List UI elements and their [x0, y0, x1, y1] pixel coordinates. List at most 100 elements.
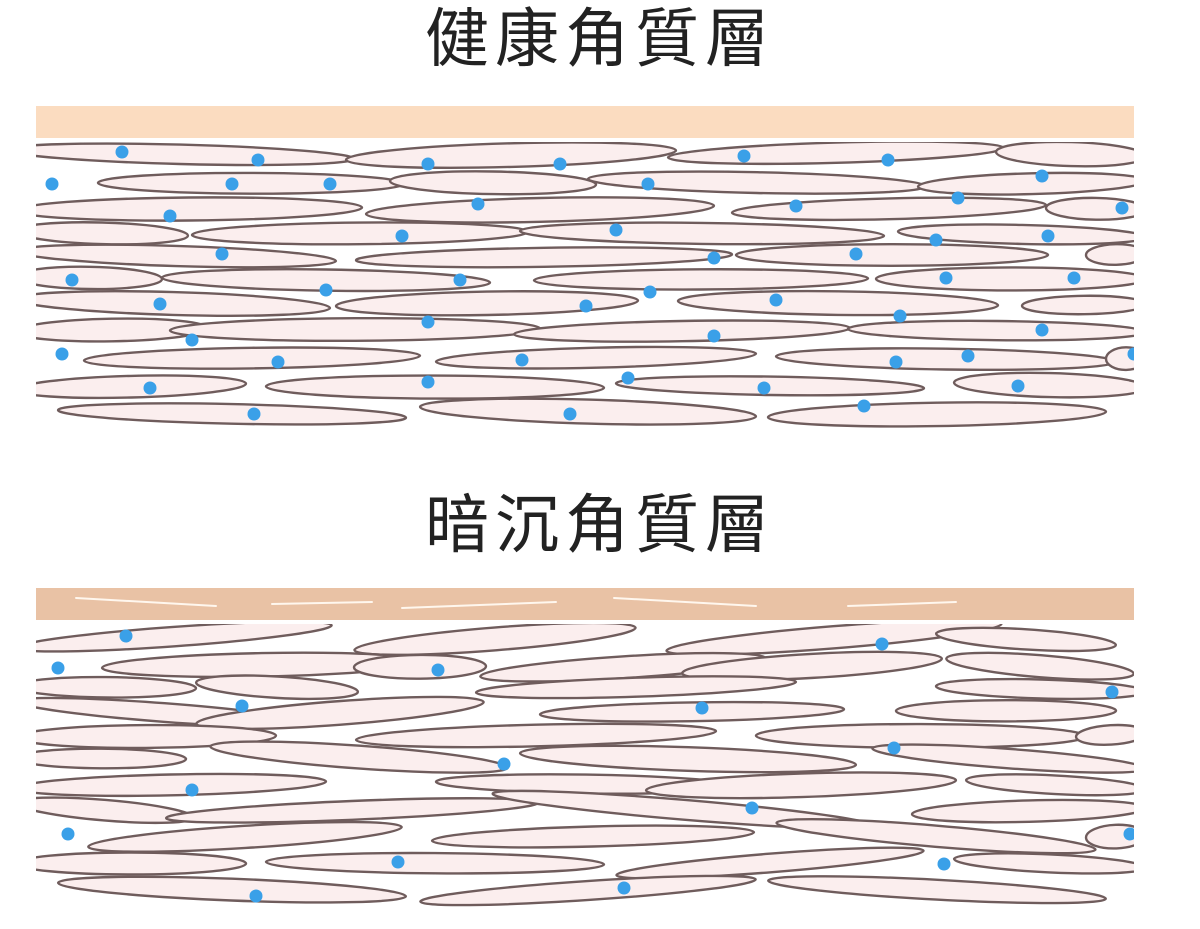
- moisture-droplet: [154, 298, 167, 311]
- moisture-droplet: [56, 348, 69, 361]
- moisture-droplet: [432, 664, 445, 677]
- moisture-droplet: [186, 334, 199, 347]
- surface-layer: [36, 106, 1134, 138]
- corneocyte-cell: [98, 172, 404, 194]
- corneocyte-cell: [36, 852, 246, 874]
- moisture-droplet: [1036, 170, 1049, 183]
- corneocyte-cell: [36, 771, 326, 799]
- corneocyte-cell: [266, 852, 604, 875]
- corneocyte-cell: [36, 616, 332, 658]
- moisture-droplet: [66, 274, 79, 287]
- moisture-droplet: [392, 856, 405, 869]
- corneocyte-cell: [514, 318, 850, 344]
- moisture-droplet: [554, 158, 567, 171]
- moisture-droplet: [1116, 202, 1129, 215]
- moisture-droplet: [940, 272, 953, 285]
- healthy-stratum-corneum-diagram: [36, 106, 1134, 430]
- moisture-droplet: [144, 382, 157, 395]
- corneocyte-cell: [36, 748, 186, 769]
- corneocyte-cell: [58, 872, 407, 907]
- moisture-droplet: [962, 350, 975, 363]
- corneocyte-cell: [354, 654, 486, 679]
- corneocyte-cell: [420, 395, 757, 429]
- corneocyte-cell: [36, 220, 188, 246]
- corneocyte-cell: [876, 267, 1134, 290]
- moisture-droplet: [272, 356, 285, 369]
- moisture-droplet: [696, 702, 709, 715]
- corneocyte-cell: [936, 624, 1117, 656]
- moisture-droplet: [1106, 686, 1119, 699]
- corneocyte-cell: [36, 373, 246, 401]
- dull-stratum-corneum-diagram: [36, 588, 1134, 908]
- corneocyte-cell: [1075, 723, 1134, 746]
- corneocyte-cell: [36, 266, 162, 291]
- moisture-droplet: [938, 858, 951, 871]
- moisture-droplet: [708, 330, 721, 343]
- moisture-droplet: [876, 638, 889, 651]
- corneocyte-layer: [36, 138, 1134, 429]
- healthy-layer-title: 健康角質層: [0, 8, 1200, 72]
- moisture-droplet: [888, 742, 901, 755]
- moisture-droplet: [738, 150, 751, 163]
- moisture-droplet: [790, 200, 803, 213]
- moisture-droplet: [236, 700, 249, 713]
- corneocyte-cell: [170, 317, 540, 342]
- moisture-droplet: [250, 890, 263, 903]
- dull-layer-title: 暗沉角質層: [0, 494, 1200, 558]
- corneocyte-cell: [954, 371, 1134, 400]
- moisture-droplet: [746, 802, 759, 815]
- corneocyte-cell: [390, 170, 596, 196]
- moisture-droplet: [454, 274, 467, 287]
- corneocyte-cell: [534, 268, 868, 290]
- moisture-droplet: [116, 146, 129, 159]
- moisture-droplet: [644, 286, 657, 299]
- corneocyte-cell: [346, 139, 677, 172]
- corneocyte-layer: [36, 613, 1134, 908]
- corneocyte-cell: [668, 138, 1004, 168]
- corneocyte-cell: [540, 700, 844, 724]
- moisture-droplet: [882, 154, 895, 167]
- moisture-droplet: [472, 198, 485, 211]
- moisture-droplet: [564, 408, 577, 421]
- moisture-droplet: [324, 178, 337, 191]
- moisture-droplet: [890, 356, 903, 369]
- moisture-droplet: [770, 294, 783, 307]
- corneocyte-cell: [646, 768, 957, 802]
- moisture-droplet: [610, 224, 623, 237]
- moisture-droplet: [580, 300, 593, 313]
- corneocyte-cell: [768, 871, 1107, 908]
- moisture-droplet: [708, 252, 721, 265]
- corneocyte-cell: [996, 140, 1134, 168]
- corneocyte-cell: [420, 870, 757, 908]
- corneocyte-cell: [918, 170, 1134, 197]
- moisture-droplet: [186, 784, 199, 797]
- corneocyte-cell: [266, 375, 604, 399]
- moisture-droplet: [52, 662, 65, 675]
- corneocyte-cell: [520, 741, 857, 776]
- moisture-droplet: [622, 372, 635, 385]
- corneocyte-cell: [848, 319, 1134, 342]
- corneocyte-cell: [732, 195, 1046, 224]
- corneocyte-cell: [84, 345, 420, 370]
- moisture-droplet: [46, 178, 59, 191]
- corneocyte-cell: [912, 797, 1134, 825]
- corneocyte-cell: [196, 672, 359, 703]
- corneocyte-cell: [36, 196, 362, 222]
- moisture-droplet: [120, 630, 133, 643]
- moisture-droplet: [422, 316, 435, 329]
- corneocyte-cell: [954, 850, 1134, 877]
- moisture-droplet: [758, 382, 771, 395]
- moisture-droplet: [216, 248, 229, 261]
- corneocyte-cell: [192, 221, 528, 246]
- corneocyte-cell: [776, 346, 1116, 372]
- corneocyte-cell: [966, 771, 1134, 799]
- moisture-droplet: [930, 234, 943, 247]
- corneocyte-cell: [36, 793, 195, 828]
- moisture-droplet: [320, 284, 333, 297]
- corneocyte-cell: [36, 676, 196, 698]
- corneocyte-cell: [366, 194, 714, 226]
- corneocyte-cell: [336, 289, 638, 318]
- corneocyte-cell: [520, 220, 884, 246]
- moisture-droplet: [498, 758, 511, 771]
- moisture-droplet: [396, 230, 409, 243]
